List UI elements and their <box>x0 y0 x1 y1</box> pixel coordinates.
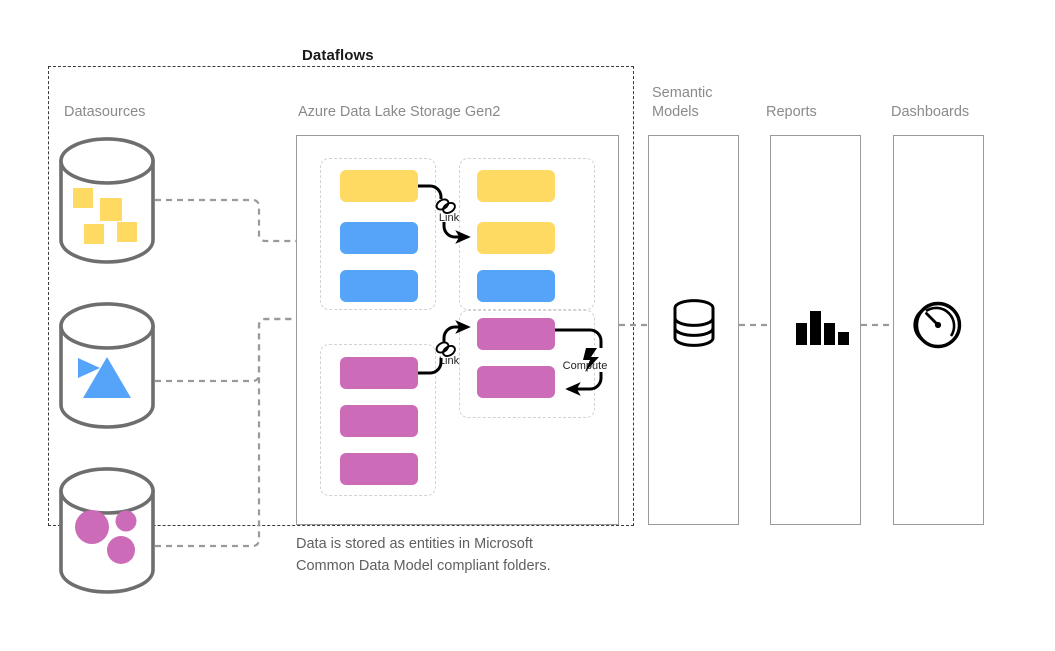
entity-chip-blue[interactable] <box>477 270 555 302</box>
column-heading-adls: Azure Data Lake Storage Gen2 <box>298 104 501 120</box>
column-heading-dashboards: Dashboards <box>891 104 970 120</box>
entity-chip-magenta[interactable] <box>340 405 418 437</box>
entity-group-source-top <box>320 158 436 310</box>
semantic-models-panel <box>648 135 739 525</box>
entity-chip-magenta[interactable] <box>477 366 555 398</box>
reports-panel <box>770 135 861 525</box>
compute-label: Compute <box>562 360 608 372</box>
adls-caption: Data is stored as entities in Microsoft … <box>296 536 551 574</box>
column-heading-semantic-models: Semantic Models <box>652 85 713 120</box>
entity-chip-blue[interactable] <box>340 270 418 302</box>
link-label-top: Link <box>438 212 460 224</box>
entity-chip-yellow[interactable] <box>477 170 555 202</box>
link-label-bottom: Link <box>438 355 460 367</box>
entity-chip-blue[interactable] <box>340 222 418 254</box>
entity-chip-magenta[interactable] <box>340 357 418 389</box>
entity-group-source-bottom <box>320 344 436 496</box>
dataflows-boundary <box>48 66 634 526</box>
column-heading-datasources: Datasources <box>64 104 146 120</box>
entity-chip-yellow[interactable] <box>340 170 418 202</box>
entity-chip-magenta[interactable] <box>340 453 418 485</box>
dashboards-panel <box>893 135 984 525</box>
page-title: Dataflows <box>302 47 374 64</box>
entity-chip-yellow[interactable] <box>477 222 555 254</box>
entity-chip-magenta[interactable] <box>477 318 555 350</box>
column-heading-reports: Reports <box>766 104 817 120</box>
